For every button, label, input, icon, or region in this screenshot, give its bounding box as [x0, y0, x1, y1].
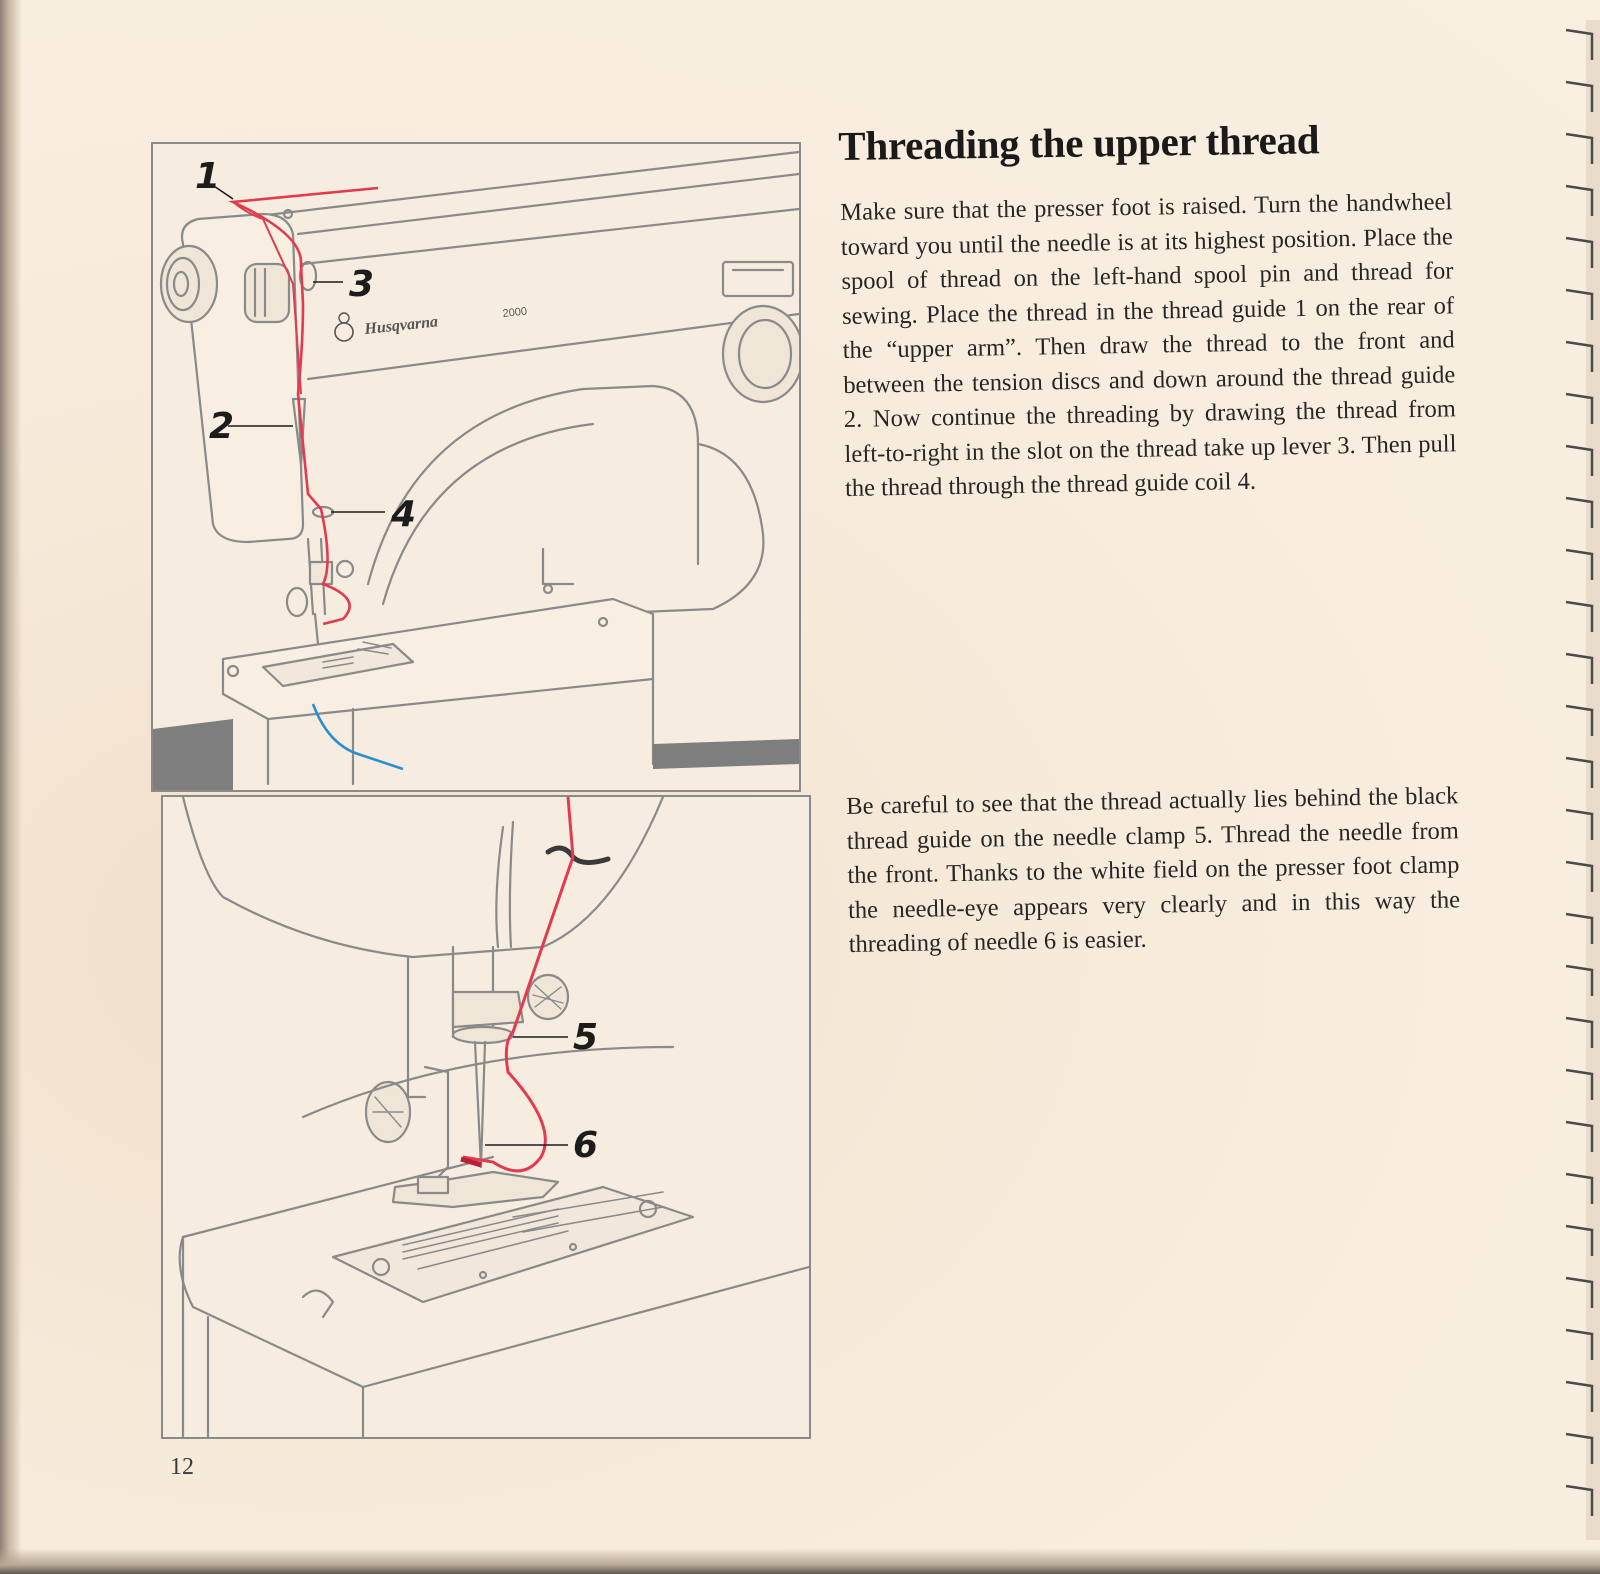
binding-ring [1565, 1224, 1594, 1256]
model-number: 2000 [502, 305, 528, 319]
callout-4: 4 [391, 494, 417, 535]
binding-ring [1565, 964, 1594, 996]
brand-name: Husqvarna [363, 313, 439, 338]
binding-ring [1565, 496, 1594, 528]
page-title: Threading the upper thread [838, 116, 1320, 169]
sewing-machine-drawing: Husqvarna 2000 [153, 150, 799, 790]
binding-ring [1565, 236, 1594, 268]
binding-ring [1565, 1276, 1594, 1308]
binding-ring [1565, 1120, 1594, 1152]
binding-ring [1565, 600, 1594, 632]
binding-ring [1565, 1172, 1594, 1204]
binding-ring [1565, 808, 1594, 840]
needle-threading-closeup-illustration: 5 6 [161, 795, 811, 1439]
binding-ring [1565, 132, 1594, 164]
binding-ring [1565, 1068, 1594, 1100]
binding-ring [1565, 1016, 1594, 1048]
brand-emblem [334, 312, 354, 342]
sewing-machine-threading-illustration: Husqvarna 2000 1 3 2 4 [151, 142, 801, 792]
binding-ring [1565, 1432, 1594, 1464]
binding-ring [1565, 912, 1594, 944]
page-number: 12 [170, 1454, 194, 1480]
binding-ring [1565, 28, 1594, 60]
binding-ring [1565, 80, 1594, 112]
binding-ring [1565, 184, 1594, 216]
binding-ring [1565, 652, 1594, 684]
spiral-binding [1565, 20, 1600, 1540]
binding-ring [1565, 756, 1594, 788]
page-gutter-shadow [0, 0, 22, 1574]
instructions-paragraph-2: Be careful to see that the thread actual… [846, 782, 1461, 958]
callout-5: 5 [573, 1017, 599, 1058]
callout-3: 3 [349, 264, 375, 305]
binding-ring [1565, 860, 1594, 892]
binding-ring [1565, 1328, 1594, 1360]
upper-thread-closeup [462, 797, 575, 1173]
binding-ring [1565, 392, 1594, 424]
binding-ring [1565, 340, 1594, 372]
needle-closeup-drawing [178, 797, 809, 1437]
binding-ring [1565, 1380, 1594, 1412]
callout-2: 2 [209, 406, 235, 447]
binding-ring [1565, 548, 1594, 580]
page-bottom-shadow [0, 1548, 1600, 1574]
upper-thread [228, 186, 379, 626]
instructions-paragraph-1: Make sure that the presser foot is raise… [840, 188, 1457, 502]
callout-1: 1 [195, 156, 221, 197]
binding-ring [1565, 444, 1594, 476]
lower-thread [311, 703, 404, 771]
binding-ring [1565, 704, 1594, 736]
binding-ring [1565, 288, 1594, 320]
binding-ring [1565, 1484, 1594, 1516]
callout-6: 6 [573, 1125, 599, 1166]
